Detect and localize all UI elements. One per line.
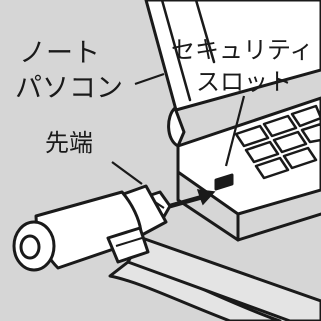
slot-leader-line: [224, 95, 246, 167]
leader-lines: [111, 72, 246, 185]
laptop-icon: [144, 0, 321, 242]
laptop-label-line2: パソコン: [15, 73, 123, 104]
slot-label-line2: スロット: [196, 68, 292, 96]
laptop-leader-line: [134, 72, 165, 86]
tip-leader-line: [111, 161, 143, 185]
tip-label: 先端: [45, 129, 93, 157]
laptop-label-line1: ノート: [19, 38, 100, 69]
security-lock-icon: [12, 184, 172, 272]
slot-label-line1: セキュリティ: [171, 36, 314, 64]
insert-arrow-icon: [167, 189, 216, 209]
